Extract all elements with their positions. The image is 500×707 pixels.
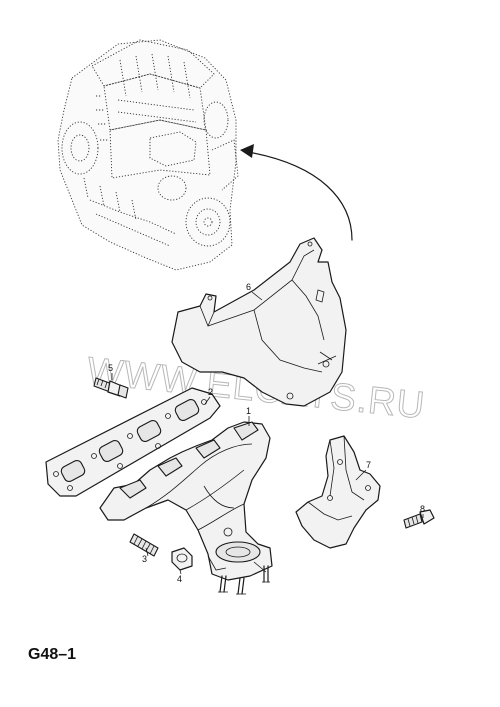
assembly-arrow bbox=[240, 144, 353, 241]
lower-heat-shield bbox=[295, 435, 381, 549]
leader-lines bbox=[111, 291, 424, 575]
callout-7: 7 bbox=[366, 460, 371, 470]
figure-code: G48–1 bbox=[28, 646, 77, 663]
callout-2: 2 bbox=[208, 387, 213, 397]
callout-4: 4 bbox=[177, 574, 182, 584]
engine-block-illustration bbox=[57, 39, 239, 271]
heat-shield-bolt bbox=[403, 509, 435, 529]
callout-3: 3 bbox=[142, 554, 147, 564]
exhaust-manifold bbox=[99, 421, 273, 595]
callout-5: 5 bbox=[108, 363, 113, 373]
callout-1: 1 bbox=[246, 406, 251, 416]
callout-6: 6 bbox=[246, 282, 251, 292]
threaded-stud bbox=[129, 533, 159, 557]
nut bbox=[171, 547, 193, 571]
upper-heat-shield bbox=[171, 237, 347, 407]
manifold-gasket bbox=[45, 387, 221, 497]
callout-8: 8 bbox=[420, 504, 425, 514]
stud-bolt bbox=[93, 377, 129, 399]
